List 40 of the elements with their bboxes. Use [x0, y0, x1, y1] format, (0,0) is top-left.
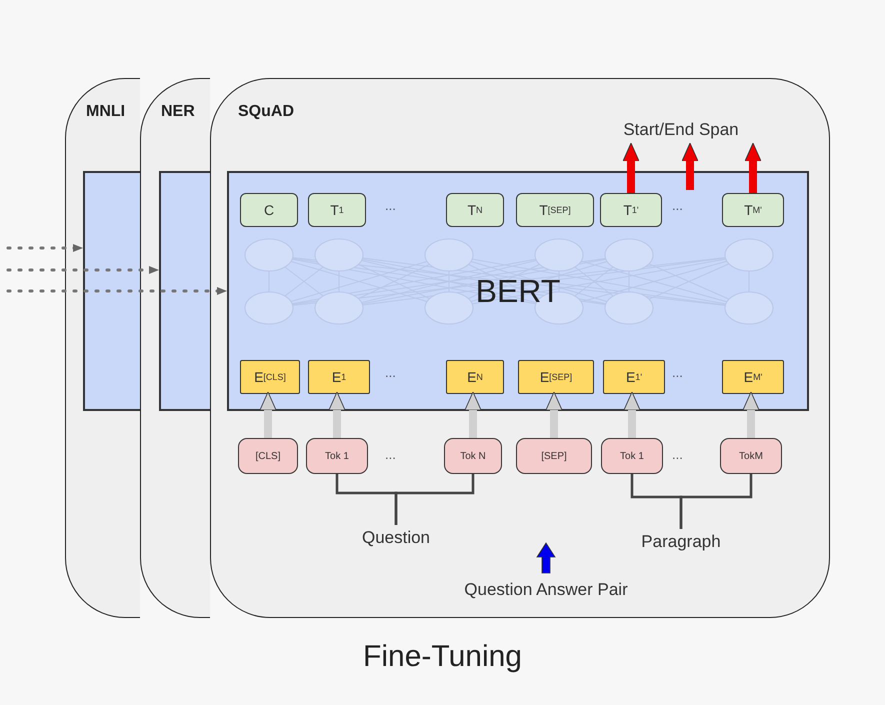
model-panel [159, 171, 211, 411]
arrow [6, 287, 228, 295]
ellipsis: ... [672, 447, 683, 462]
input-token: Tok 1 [601, 438, 663, 474]
segment-label: Question [346, 525, 446, 551]
output-token: C [240, 193, 298, 227]
task-name: SQuAD [238, 103, 294, 121]
caption: Fine-Tuning [362, 640, 523, 674]
block-arrow [682, 142, 698, 190]
segment-label: Paragraph [621, 529, 741, 555]
block-arrow [742, 392, 760, 438]
ellipsis: ... [385, 198, 396, 213]
block-arrow [744, 142, 762, 193]
input-token: Tok N [444, 438, 502, 474]
model-panel [227, 171, 809, 411]
block-arrow [328, 392, 346, 438]
arrow [6, 244, 84, 252]
bracket-line [394, 474, 474, 525]
block-arrow [622, 142, 640, 193]
block-arrow [464, 392, 482, 438]
ellipsis: ... [672, 198, 683, 213]
input-token: [SEP] [516, 438, 592, 474]
ellipsis: ... [385, 365, 396, 380]
model-panel [83, 171, 141, 411]
arrow [6, 266, 160, 274]
input-token: [CLS] [238, 438, 298, 474]
task-name: MNLI [86, 103, 126, 121]
task-card [210, 78, 830, 618]
bracket-line [680, 474, 752, 529]
task-name: NER [161, 103, 195, 121]
segment-label: Start/End Span [606, 115, 756, 145]
block-arrow [260, 392, 276, 438]
block-arrow [624, 392, 640, 438]
ellipsis: ... [672, 365, 683, 380]
segment-label: Question Answer Pair [426, 577, 666, 603]
model-name: BERT [474, 273, 562, 310]
block-arrow [546, 392, 562, 438]
ellipsis: ... [385, 447, 396, 462]
input-token: TokM [720, 438, 782, 474]
input-token: Tok 1 [306, 438, 368, 474]
